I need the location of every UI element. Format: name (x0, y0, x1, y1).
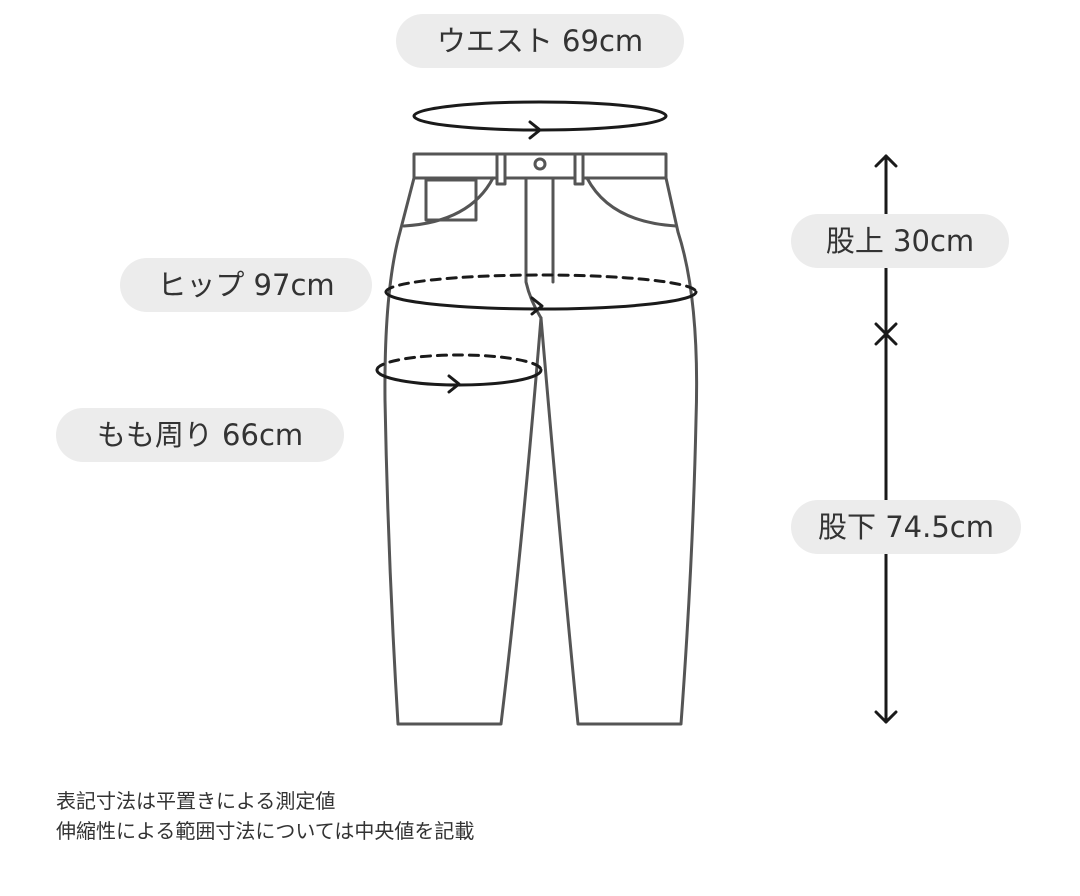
waist-measurement-label: ウエスト 69cm (396, 14, 684, 68)
waist-arrow-icon (412, 100, 668, 140)
rise-measurement-label: 股上 30cm (791, 214, 1009, 268)
inseam-measurement-label: 股下 74.5cm (791, 500, 1021, 554)
thigh-arrow-icon (375, 353, 543, 394)
measurement-note-line-2: 伸縮性による範囲寸法については中央値を記載 (56, 819, 475, 843)
measurement-note-line-1: 表記寸法は平置きによる測定値 (56, 789, 336, 813)
pants-outline-icon (383, 152, 699, 726)
inseam-arrow-icon (874, 332, 898, 724)
hip-arrow-icon (384, 273, 698, 316)
hip-measurement-label: ヒップ 97cm (120, 258, 372, 312)
thigh-measurement-label: もも周り 66cm (56, 408, 344, 462)
